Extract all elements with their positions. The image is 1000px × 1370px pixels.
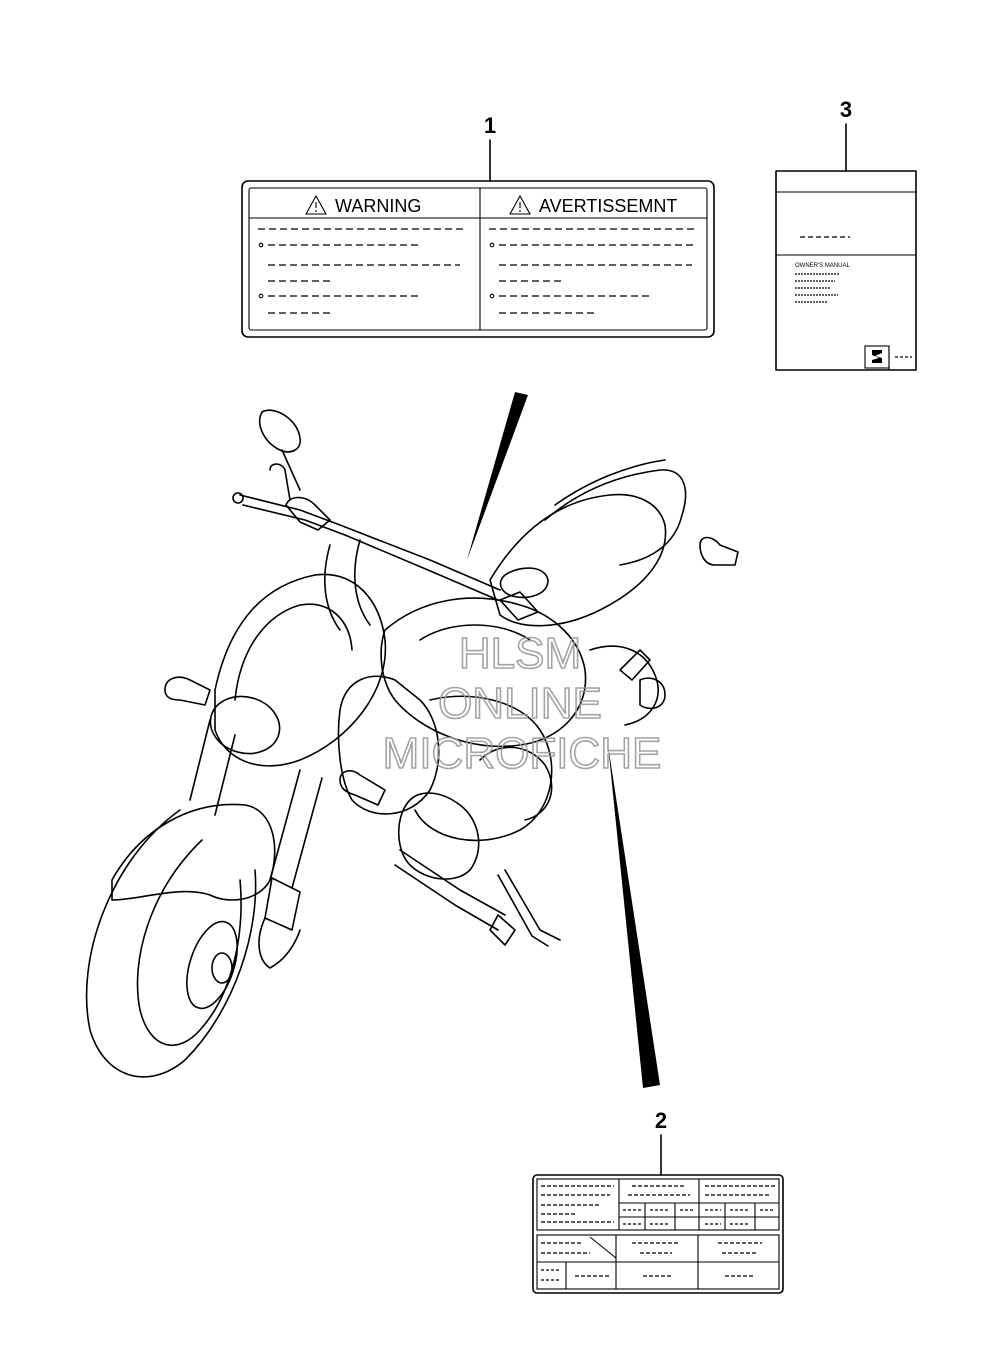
- label-inner-border: [248, 187, 708, 331]
- spec-upper-grid: [541, 1179, 779, 1230]
- spec-upper-panel: [536, 1178, 780, 1231]
- watermark-line-1: HLSM: [459, 629, 581, 678]
- callout-2: 2: [655, 1108, 667, 1133]
- warning-heading: WARNING: [335, 196, 421, 216]
- warning-text-placeholder: [258, 228, 466, 314]
- avertissement-heading: AVERTISSEMNT: [539, 196, 677, 216]
- callout-3: 3: [840, 97, 852, 122]
- spec-label: 2: [532, 1108, 784, 1294]
- manual-text-placeholder: [795, 273, 840, 303]
- spec-label-outer: [532, 1174, 784, 1294]
- callout-1: 1: [484, 113, 496, 138]
- manual-caption: OWNER'S MANUAL: [795, 263, 850, 269]
- label-outer-border: [241, 180, 715, 338]
- manual-cover: [775, 170, 917, 371]
- spec-lower-grid: [537, 1235, 779, 1289]
- leader-wedge-2: [608, 745, 660, 1088]
- watermark-line-2: ONLINE: [438, 679, 602, 728]
- leader-wedge-1: [467, 392, 528, 560]
- motorcycle-illustration: [85, 409, 739, 1078]
- warning-triangle-icon: [305, 194, 327, 215]
- suzuki-s-icon: [872, 350, 882, 363]
- watermark: HLSM ONLINE MICROFICHE: [382, 628, 662, 779]
- warning-triangle-icon: [509, 194, 531, 215]
- owners-manual: 3 OWNER'S MANUAL: [775, 97, 917, 371]
- avertissement-text-placeholder: [489, 228, 697, 314]
- warning-label: 1 WARNING AVERTISSEMNT: [241, 113, 715, 338]
- watermark-line-3: MICROFICHE: [383, 729, 662, 778]
